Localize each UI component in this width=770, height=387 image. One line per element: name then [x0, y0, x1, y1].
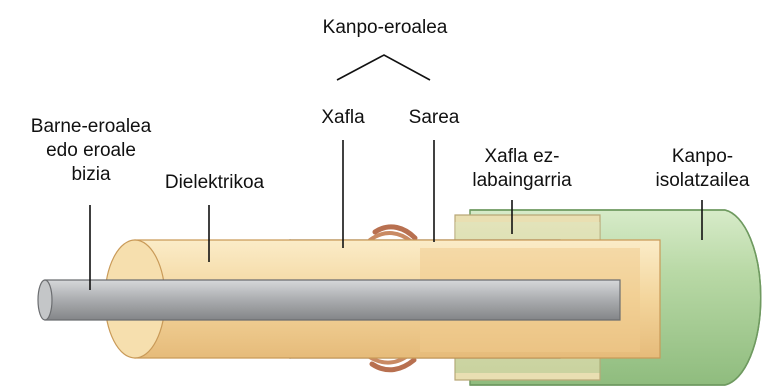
outer-insulator-label-line-1: Kanpo-: [640, 145, 765, 169]
inner-conductor-label-line-2: edo eroale: [6, 139, 176, 163]
outer-insulator-label: Kanpo- isolatzailea: [640, 145, 765, 193]
outer-conductor-bracket: [337, 55, 430, 80]
non-slip-foil-label-line-1: Xafla ez-: [457, 145, 587, 169]
dielectric-label: Dielektrikoa: [152, 171, 277, 195]
inner-conductor-label-line-3: bizia: [6, 163, 176, 187]
foil-label: Xafla: [298, 106, 388, 130]
non-slip-foil-label: Xafla ez- labaingarria: [457, 145, 587, 193]
inner-conductor-label-line-1: Barne-eroalea: [6, 115, 176, 139]
inner-conductor-label: Barne-eroalea edo eroale bizia: [6, 115, 176, 187]
non-slip-foil-label-line-2: labaingarria: [457, 169, 587, 193]
outer-insulator-label-line-2: isolatzailea: [640, 169, 765, 193]
outer-conductor-label: Kanpo-eroalea: [305, 16, 465, 40]
braid-label: Sarea: [394, 106, 474, 130]
center-conductor: [38, 280, 620, 320]
